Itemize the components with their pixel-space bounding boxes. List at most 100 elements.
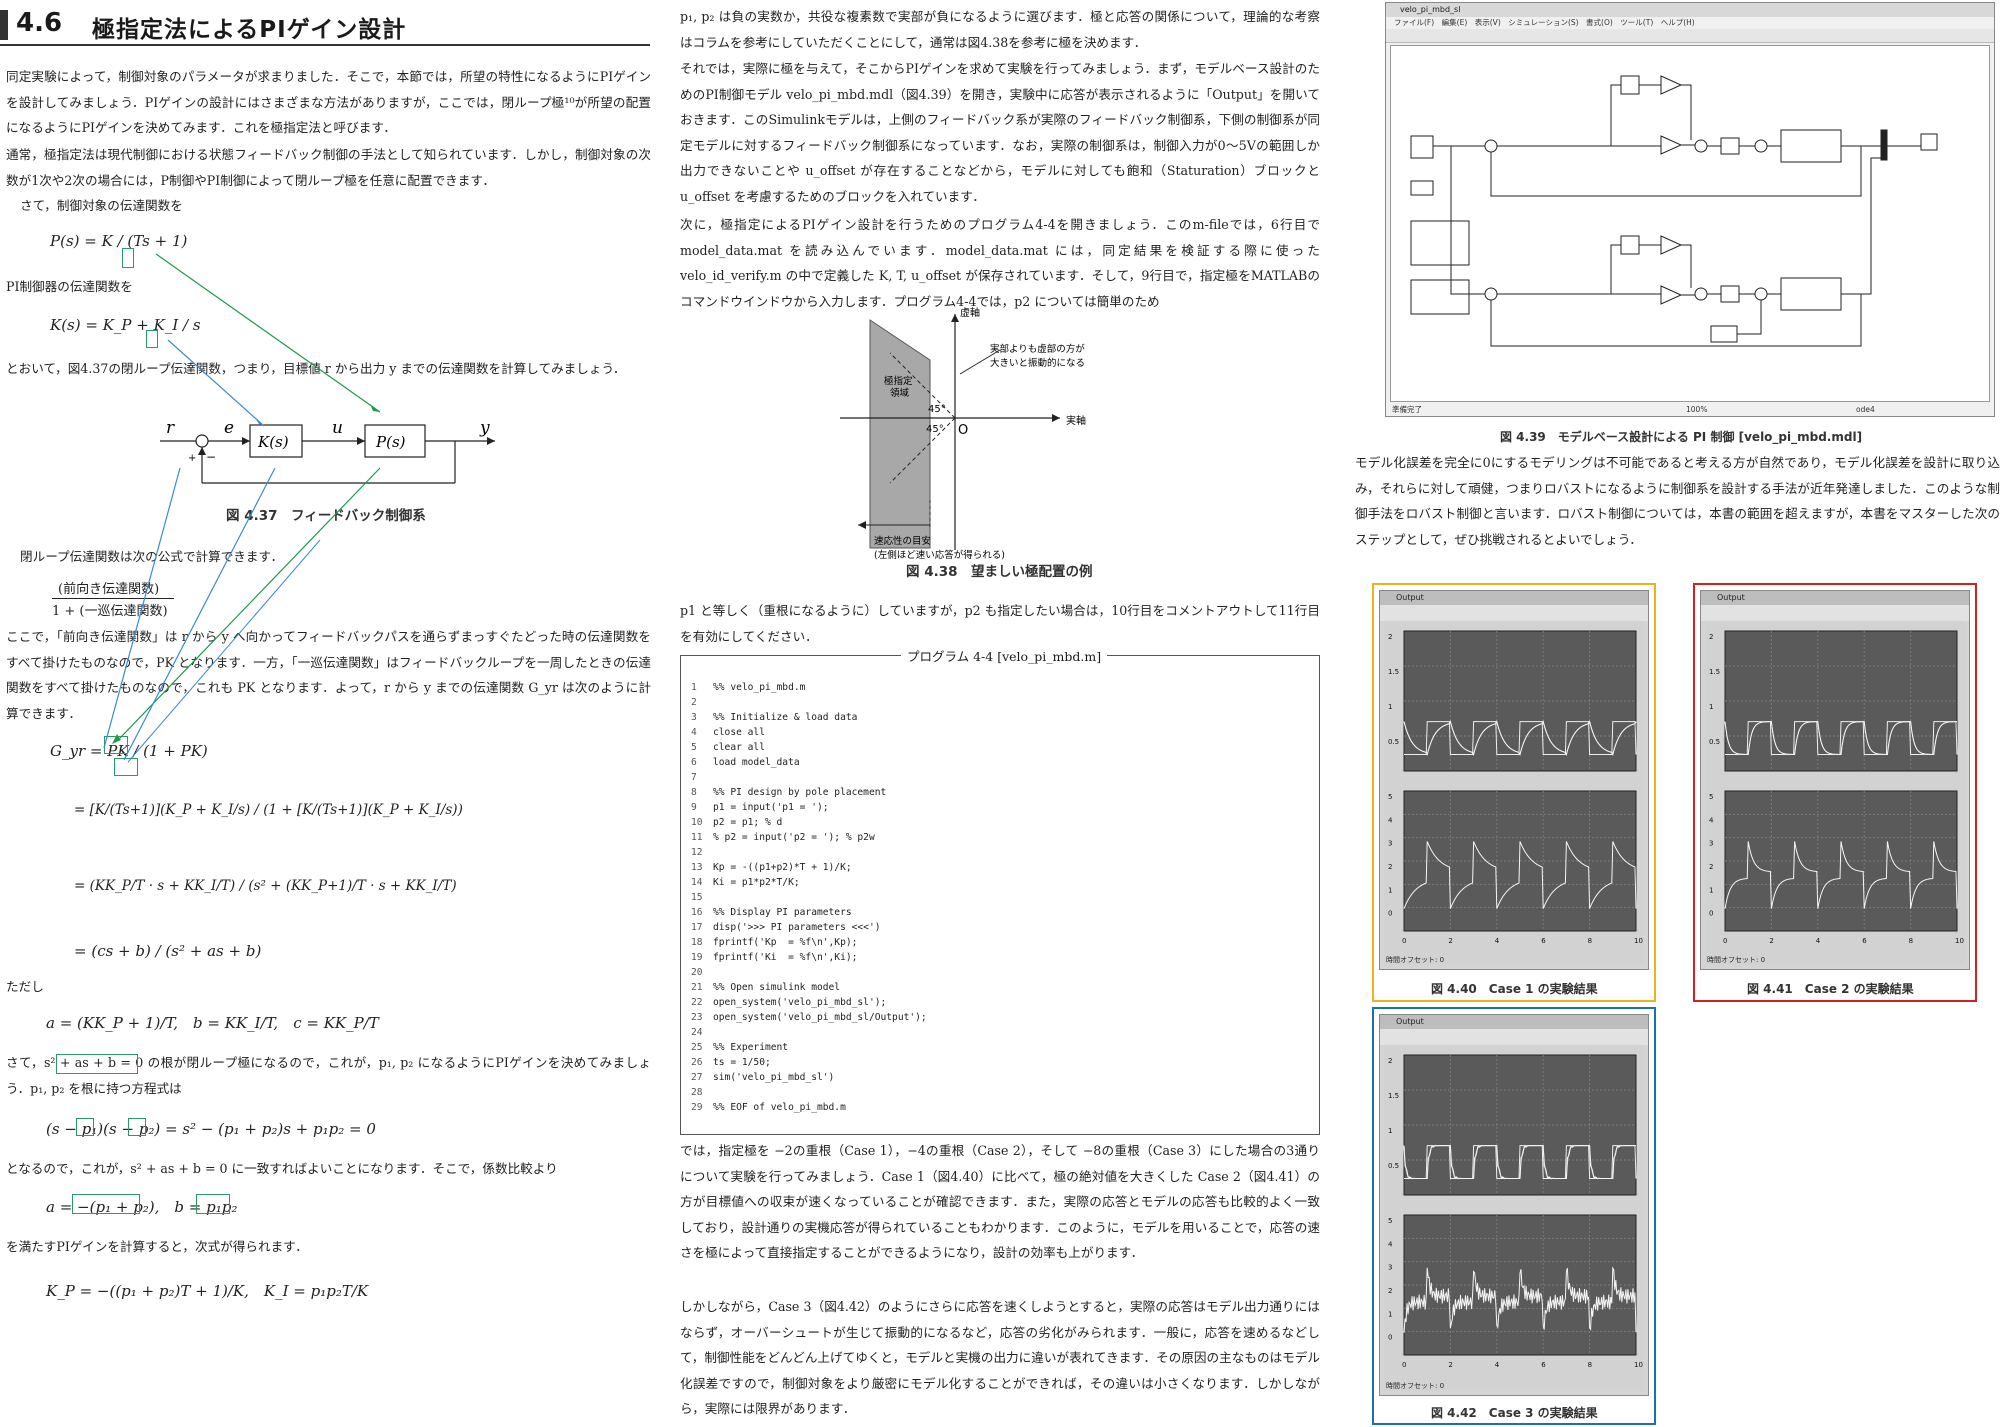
formula-denominator: 1 + (一巡伝達関数)	[52, 604, 168, 619]
simulink-model-diagram	[1410, 75, 1938, 347]
region-label-2: 領域	[890, 387, 910, 399]
paragraph-program-intro: 次に，極指定によるPIゲイン設計を行うためのプログラム4-4を開きましょう．この…	[680, 217, 1320, 309]
region-label-1: 極指定	[884, 375, 913, 387]
code-line: 15	[691, 892, 927, 907]
code-line-number: 8	[691, 787, 697, 798]
simulink-title-bar: velo_pi_mbd_sl	[1386, 3, 1994, 17]
case1-frame	[1372, 583, 1656, 1002]
code-line: 29 %% EOF of velo_pi_mbd.m	[691, 1102, 927, 1117]
scope-toolbar[interactable]	[1380, 1029, 1648, 1045]
case3-frame	[1372, 1007, 1656, 1425]
code-line-number: 17	[691, 922, 703, 933]
angle-lower: 45°	[926, 424, 944, 435]
scope-title: Output	[1380, 1015, 1648, 1029]
code-line-text: Kp = -((p1+p2)*T + 1)/K;	[713, 862, 852, 873]
scope-ytick: 0	[1388, 1334, 1392, 1342]
highlight-char-poly	[56, 1054, 138, 1074]
scope-toolbar[interactable]	[1701, 605, 1969, 621]
code-line-number: 21	[691, 982, 703, 993]
scope-ytick: 4	[1388, 1240, 1393, 1248]
scope-ytick: 1	[1388, 1127, 1392, 1135]
label-tadashi: ただし	[6, 979, 44, 994]
code-line: 16%% Display PI parameters	[691, 907, 927, 922]
code-line-number: 19	[691, 952, 703, 963]
pole-placement-figure: 虚軸 実軸 O 45° 45° 実部よりも虚部の方が 大きいと振動的になる 極指…	[840, 306, 1086, 560]
scope-ytick: 1	[1388, 1310, 1392, 1318]
scope-ytick: 1	[1388, 886, 1392, 894]
middle-column: p₁, p₂ は負の実数か，共役な複素数で実部が負になるように選びます．極と応答…	[680, 0, 1320, 1427]
equation-gyr-2: = [K/(Ts+1)](K_P + K_I/s) / (1 + [K/(Ts+…	[74, 802, 463, 818]
scope-xtick: 6	[1862, 937, 1867, 945]
scope-ytick: 5	[1388, 1217, 1392, 1225]
simulink-toolbar[interactable]	[1386, 29, 1994, 43]
code-line-text: load model_data	[713, 757, 800, 768]
code-line-number: 1	[691, 682, 697, 693]
scope-ytick: 4	[1709, 816, 1714, 824]
code-line-number: 5	[691, 742, 697, 753]
scope-xtick: 2	[1448, 937, 1452, 945]
equation-ab: a = −(p₁ + p₂), b = p₁p₂	[46, 1198, 238, 1216]
status-zoom: 100%	[1686, 405, 1708, 414]
scope-ytick: 5	[1709, 793, 1713, 801]
code-line: 20	[691, 967, 927, 982]
code-line: 24	[691, 1027, 927, 1042]
scope-ytick: 0.5	[1388, 1162, 1399, 1170]
code-line: 25%% Experiment	[691, 1042, 927, 1057]
code-line-number: 26	[691, 1057, 703, 1068]
simulink-canvas[interactable]	[1390, 45, 1990, 402]
formula-numerator: (前向き伝達関数)	[58, 582, 160, 597]
highlight-pk-den	[114, 758, 138, 776]
code-line-number: 29	[691, 1102, 703, 1113]
code-line-number: 22	[691, 997, 703, 1008]
plant-block-label: P(s)	[375, 433, 406, 451]
code-line-text: close all	[713, 727, 765, 738]
code-line-number: 7	[691, 772, 697, 783]
scope-ytick: 2	[1388, 863, 1392, 871]
code-line: 21%% Open simulink model	[691, 982, 927, 997]
simulink-menu-bar[interactable]: ファイル(F) 編集(E) 表示(V) シミュレーション(S) 書式(O) ツー…	[1394, 18, 1695, 27]
right-column: velo_pi_mbd_sl ファイル(F) 編集(E) 表示(V) シミュレー…	[1355, 0, 2000, 1427]
scope-xtick: 4	[1495, 1361, 1500, 1369]
code-line-number: 3	[691, 712, 697, 723]
scope-xtick: 4	[1816, 937, 1821, 945]
code-line-number: 12	[691, 847, 703, 858]
scope-ytick: 2	[1388, 633, 1392, 641]
left-column: 4.6 極指定法によるPIゲイン設計 同定実験によって，制御対象のパラメータが求…	[0, 0, 655, 1427]
scope-xtick: 2	[1769, 937, 1773, 945]
code-line: 8%% PI design by pole placement	[691, 787, 927, 802]
scope-ytick: 2	[1709, 633, 1713, 641]
code-line: 6 load model_data	[691, 757, 927, 772]
code-line-text: %% Experiment	[713, 1042, 789, 1053]
figure-caption-4-42: 図 4.42 Case 3 の実験結果	[1431, 1406, 1598, 1420]
code-line-text: clear all	[713, 742, 765, 753]
scope-ytick: 3	[1709, 840, 1713, 848]
highlight-p1	[76, 1118, 94, 1136]
simulink-window[interactable]: velo_pi_mbd_sl ファイル(F) 編集(E) 表示(V) シミュレー…	[1385, 2, 1995, 417]
code-line: 5 clear all	[691, 742, 927, 757]
scope-xtick: 6	[1541, 937, 1546, 945]
code-line-number: 6	[691, 757, 697, 768]
scope-ytick: 3	[1388, 840, 1392, 848]
code-line-text: p1 = input('p1 = ');	[713, 802, 829, 813]
speed-label-1: 速応性の目安	[874, 535, 931, 547]
angle-upper: 45°	[928, 404, 946, 415]
figure-caption-4-39: 図 4.39 モデルベース設計による PI 制御 [velo_pi_mbd.md…	[1500, 430, 1863, 444]
paragraph-controller-intro: PI制御器の伝達関数を	[6, 279, 133, 294]
scope-toolbar[interactable]	[1380, 605, 1648, 621]
paragraph-coef: となるので，これが，s² + as + b = 0 に一致すればよいことになりま…	[6, 1161, 558, 1176]
annotation-arrows	[103, 253, 381, 763]
code-line-number: 23	[691, 1012, 703, 1023]
scope-time-offset: 時間オフセット: 0	[1707, 956, 1766, 964]
scope-xtick: 8	[1588, 1361, 1592, 1369]
code-line-text: %% EOF of velo_pi_mbd.m	[713, 1102, 846, 1113]
status-ready: 準備完了	[1392, 405, 1422, 414]
